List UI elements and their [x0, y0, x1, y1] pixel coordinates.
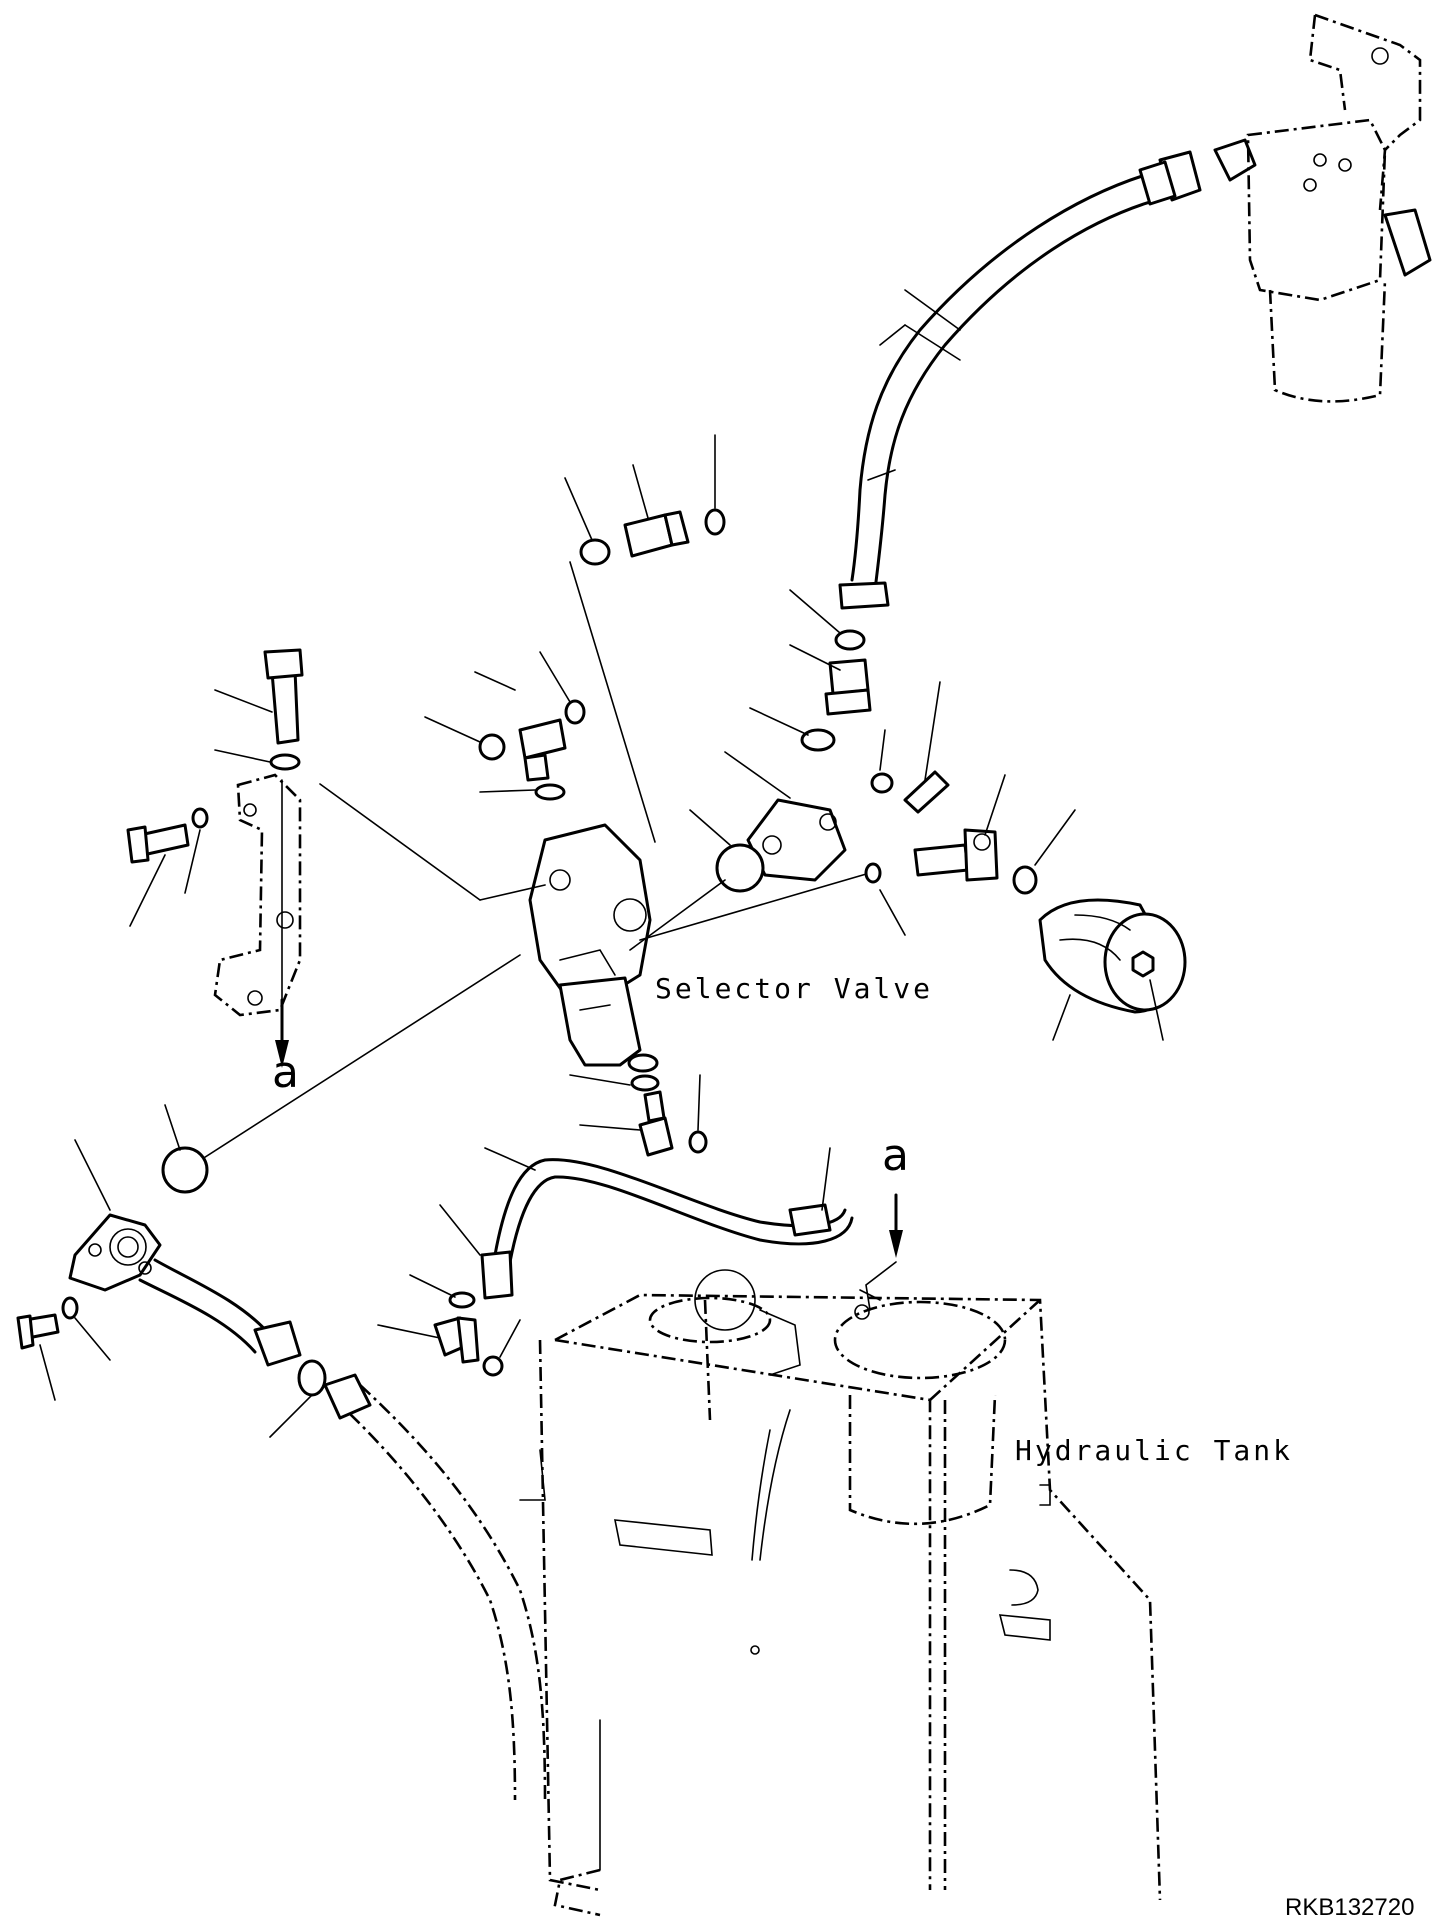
hose-assembly-upper: [838, 150, 1202, 610]
reference-arrow-right: [865, 1193, 903, 1311]
selector-valve-label: Selector Valve: [655, 972, 933, 1005]
tube-lower: [480, 1158, 854, 1300]
callout-leaders: [39, 289, 1164, 1438]
reference-arrow-left: [275, 998, 289, 1068]
hose-lower-left: [323, 1373, 547, 1801]
selector-valve: [528, 823, 765, 1073]
arrow-down-icon: [889, 1230, 903, 1258]
mounting-plate: [746, 770, 950, 882]
hydraulic-tank-label: Hydraulic Tank: [1015, 1434, 1293, 1467]
elbow-fitting-left-upper: [478, 699, 586, 801]
filter-element: [864, 862, 1187, 1014]
reference-label-a-bottom: a: [272, 1047, 299, 1098]
flange-pipe-assembly: [16, 1146, 327, 1397]
elbow-fitting-right: [913, 828, 1038, 895]
bracket-left: [126, 648, 304, 1017]
straight-connector-upper: [579, 508, 726, 566]
leader-lines: [184, 561, 881, 1171]
reference-label-a-top: a: [882, 1130, 909, 1181]
hydraulic-filter-assembly: [1213, 13, 1432, 403]
drawing-code: RKB132720: [1285, 1894, 1414, 1921]
elbow-fitting-lower: [630, 1074, 708, 1157]
hydraulic-tank: [519, 1269, 1162, 1917]
adapter-fitting-right: [800, 629, 872, 752]
lower-connectors: [433, 1291, 504, 1377]
arrow-down-icon: [275, 1040, 289, 1068]
